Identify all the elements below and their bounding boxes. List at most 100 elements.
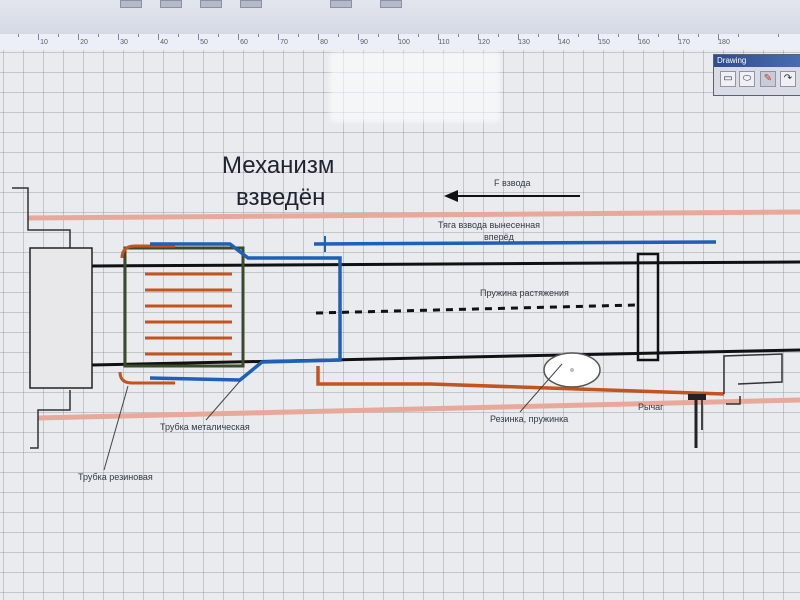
ruler-tick [18, 34, 19, 37]
elastic-pointer [519, 363, 563, 413]
ruler-tick [698, 34, 699, 37]
pull-rod-label-line1: Тяга взвода вынесенная [438, 220, 541, 230]
ruler-tick [98, 34, 99, 37]
tube-housing [123, 246, 245, 368]
ruler-tick [418, 34, 419, 37]
diagram-title-line2: взведён [236, 184, 326, 211]
menu-button[interactable] [120, 0, 142, 8]
ruler-tick [338, 34, 339, 37]
ruler-tick [378, 34, 379, 37]
ruler-tick [598, 34, 599, 40]
metal-tube [149, 242, 342, 382]
ruler-tick [118, 34, 119, 40]
rectangle-icon[interactable]: ▭ [720, 71, 736, 87]
ruler-number: 30 [120, 39, 128, 46]
tension-spring [315, 303, 637, 315]
rod-end-label: Рычаг [638, 402, 664, 412]
ruler-number: 130 [518, 39, 530, 46]
ruler-number: 100 [398, 39, 410, 46]
ruler-number: 150 [598, 39, 610, 46]
trigger-block [688, 394, 706, 400]
ruler-tick [158, 34, 159, 40]
ruler-number: 170 [678, 39, 690, 46]
menu-button[interactable] [380, 0, 402, 8]
pencil-icon[interactable]: ✎ [760, 71, 776, 87]
ruler-tick [658, 34, 659, 37]
elastic-ring-dot [570, 368, 574, 372]
rubber-tube-pointer [103, 385, 129, 471]
force-arrow-head [444, 190, 458, 202]
ruler-number: 180 [718, 39, 730, 46]
ruler-number: 160 [638, 39, 650, 46]
pull-rod [313, 240, 717, 246]
ruler-tick [58, 34, 59, 37]
left-frame-bottom [30, 390, 71, 449]
ruler-tick [298, 34, 299, 37]
drawing-canvas[interactable] [0, 50, 800, 600]
ruler-tick [778, 34, 779, 37]
ruler-tick [578, 34, 579, 37]
ruler-number: 70 [280, 39, 288, 46]
right-end-frame [723, 353, 783, 394]
ruler-number: 40 [160, 39, 168, 46]
ruler-tick [618, 34, 619, 37]
left-block [29, 247, 93, 389]
menu-strip [0, 0, 800, 35]
curve-icon[interactable]: ↷ [780, 71, 796, 87]
ruler-tick [518, 34, 519, 40]
ruler-tick [398, 34, 399, 40]
ruler-number: 50 [200, 39, 208, 46]
pull-rod-label-line2: вперёд [484, 232, 514, 242]
right-end-step [726, 396, 741, 405]
upper-rail [91, 260, 800, 268]
ruler-number: 120 [478, 39, 490, 46]
rubber-tube-top [120, 244, 175, 259]
ruler-number: 140 [558, 39, 570, 46]
rubber-tube-label: Трубка резиновая [78, 472, 153, 482]
coil-lines [145, 272, 232, 356]
ruler-tick [198, 34, 199, 40]
ruler-tick [318, 34, 319, 40]
ruler-tick [558, 34, 559, 40]
screen-glare [330, 52, 500, 122]
ruler-number: 20 [80, 39, 88, 46]
ruler-tick [38, 34, 39, 40]
ruler-tick [358, 34, 359, 40]
ruler-tick [138, 34, 139, 37]
elastic-label: Резинка, пружинка [490, 414, 569, 424]
ruler-tick [478, 34, 479, 40]
rubber-tube-bottom [118, 371, 175, 385]
ruler-number: 110 [438, 39, 450, 46]
diagram-title-line1: Механизм [222, 152, 335, 179]
ruler-number: 90 [360, 39, 368, 46]
menu-button[interactable] [200, 0, 222, 8]
ruler-tick [498, 34, 499, 37]
ruler-tick [538, 34, 539, 37]
metal-tube-pointer [205, 380, 241, 421]
right-plate [636, 252, 660, 362]
spring-label: Пружина растяжения [480, 288, 569, 298]
menu-button[interactable] [330, 0, 352, 8]
ruler-tick [738, 34, 739, 37]
ruler-tick [678, 34, 679, 40]
ruler-tick [638, 34, 639, 40]
ruler-tick [458, 34, 459, 37]
ruler-number: 10 [40, 39, 48, 46]
ellipse-icon[interactable]: ⬭ [739, 71, 755, 87]
drawing-toolbar: Drawing ▭ ⬭ ✎ ↷ [713, 54, 800, 96]
upper-pink-line [27, 209, 800, 221]
ruler-tick [218, 34, 219, 37]
ruler-number: 60 [240, 39, 248, 46]
lower-lever [316, 366, 725, 396]
ruler-tick [438, 34, 439, 40]
ruler-tick [78, 34, 79, 40]
menu-button[interactable] [160, 0, 182, 8]
lower-pink-line [37, 397, 800, 421]
ruler-tick [178, 34, 179, 37]
menu-button[interactable] [240, 0, 262, 8]
drawing-toolbar-title[interactable]: Drawing [714, 55, 800, 67]
force-label: F взвода [494, 178, 531, 188]
lower-rail [91, 348, 800, 367]
